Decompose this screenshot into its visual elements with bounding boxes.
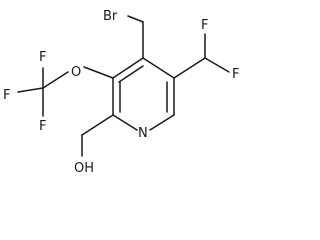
atom-f-cf3-left: F [3,88,10,103]
bond-ring-c3-c4 [112,57,144,79]
structure-diagram: Br F F O F F F N OH [3,9,239,176]
atom-n-ring: N [138,126,148,141]
molecule-drawing: Br F F O F F F N OH [3,9,239,176]
bond-ring-c4-c5 [142,57,175,79]
atom-o-ether: O [71,65,81,80]
atom-f-chf2-top: F [201,18,208,33]
bond-cf3-f-left [17,87,44,93]
bond-c2-ch2 [81,114,114,136]
bond-ring-c6-n [149,114,175,131]
bond-ring-c3-c4-inner [118,65,144,83]
atom-br: Br [103,9,118,24]
atom-f-cf3-top: F [39,50,46,65]
bond-chf2-f-bottom [204,57,230,73]
atom-oh: OH [74,161,94,176]
bond-ring-n-c2 [112,114,138,131]
bond-c5-chf2 [173,57,206,79]
bond-ch2-br [127,15,144,23]
bond-o-cf3 [42,71,69,89]
atom-f-cf3-bottom: F [39,119,46,134]
atom-f-chf2-bottom: F [232,67,239,82]
bond-c3-o [83,66,114,79]
